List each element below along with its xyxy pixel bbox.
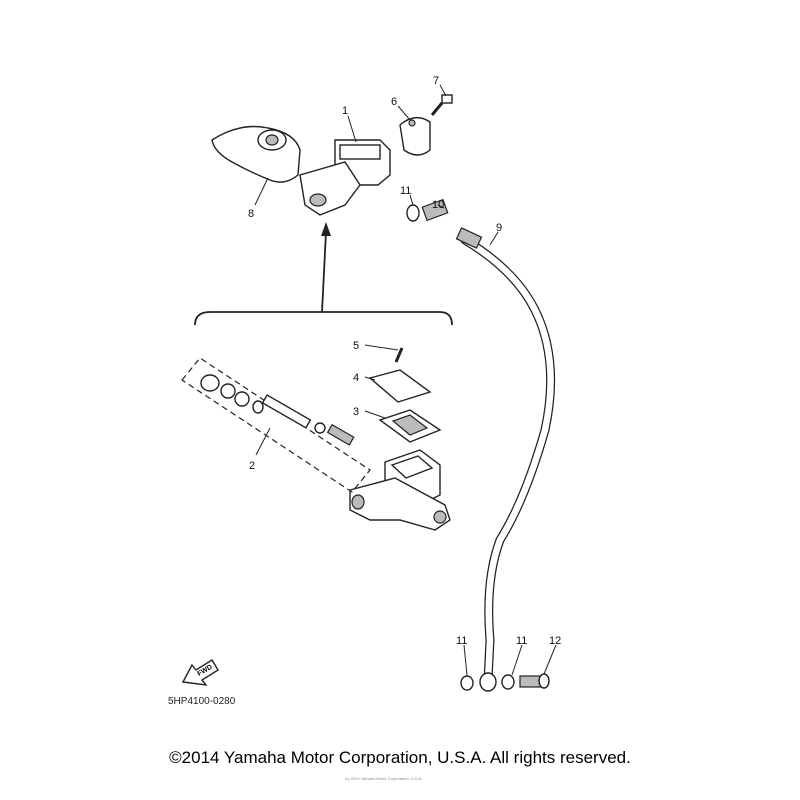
callout-11-lower-left: 11 bbox=[456, 635, 467, 647]
callout-4: 4 bbox=[353, 372, 359, 384]
part-8-lever-cover[interactable] bbox=[211, 125, 301, 183]
callout-1: 1 bbox=[342, 105, 348, 117]
part-5-screw[interactable] bbox=[394, 347, 404, 363]
callout-9: 9 bbox=[496, 222, 502, 234]
part-10-union-bolt[interactable] bbox=[421, 198, 449, 222]
part-12-union-bolt[interactable] bbox=[519, 673, 550, 689]
part-1-master-cylinder[interactable] bbox=[299, 139, 391, 216]
callout-6: 6 bbox=[391, 96, 397, 108]
copyright-text: ©2014 Yamaha Motor Corporation, U.S.A. A… bbox=[169, 748, 631, 767]
callout-5: 5 bbox=[353, 340, 359, 352]
callout-11-lower-right: 11 bbox=[516, 635, 527, 647]
callout-11: 11 bbox=[400, 185, 411, 197]
part-7-bolt[interactable] bbox=[430, 94, 453, 116]
callout-12: 12 bbox=[549, 635, 561, 647]
callout-3: 3 bbox=[353, 406, 359, 418]
callout-10: 10 bbox=[432, 199, 444, 211]
callout-2: 2 bbox=[249, 460, 255, 472]
part-6-holder[interactable] bbox=[399, 117, 431, 156]
part-11-washer-lower-right[interactable] bbox=[501, 674, 515, 690]
fwd-arrow-icon: FWD bbox=[181, 659, 219, 686]
part-3-diaphragm[interactable] bbox=[378, 409, 442, 443]
callout-8: 8 bbox=[248, 208, 254, 220]
part-9-brake-hose[interactable] bbox=[455, 227, 556, 692]
watermark-text: (c) 2014 Yamaha Motor Corporation, U.S.A… bbox=[345, 776, 423, 781]
part-11-washer[interactable] bbox=[406, 204, 420, 222]
diagram-code: 5HP4100-0280 bbox=[168, 696, 236, 707]
part-4-cap[interactable] bbox=[368, 369, 432, 403]
master-cylinder-body-exploded[interactable] bbox=[349, 449, 451, 531]
part-11-washer-lower-left[interactable] bbox=[460, 675, 474, 691]
callout-7: 7 bbox=[433, 75, 439, 87]
part-2-piston-kit[interactable] bbox=[181, 357, 371, 493]
